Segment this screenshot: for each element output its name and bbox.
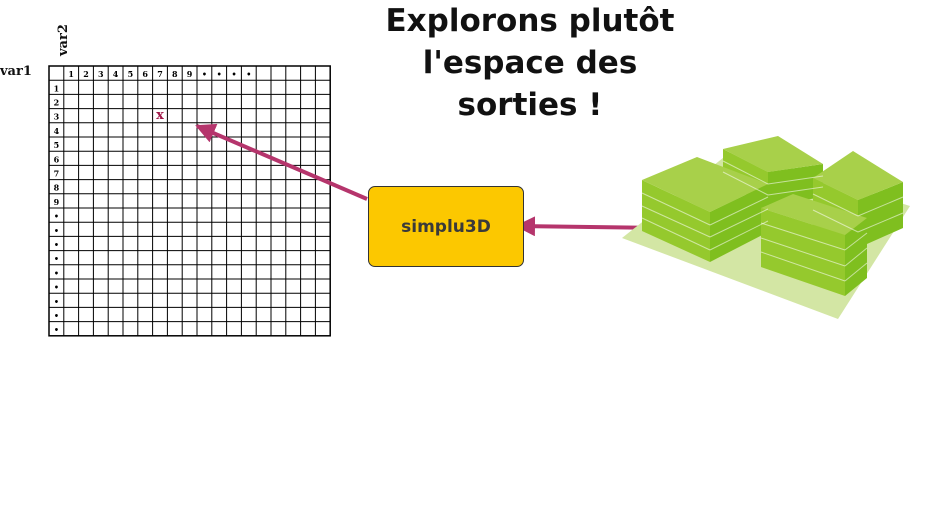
grid-col-header: 4	[113, 69, 119, 79]
grid-row-header: 8	[54, 183, 60, 193]
title-line-1: Explorons plutôt	[385, 3, 675, 39]
grid-col-header: 2	[83, 69, 89, 79]
grid-marked-cell: x	[156, 108, 164, 123]
grid-col-header: 5	[128, 69, 134, 79]
slide-title: Explorons plutôt l'espace des sorties !	[360, 0, 700, 126]
building-floor-lines	[641, 160, 904, 282]
simplu3d-box: simplu3D	[368, 186, 524, 267]
grid-row-header: •	[54, 282, 59, 292]
grid-row-header: 5	[54, 140, 60, 150]
arrow-simplu-to-grid	[195, 123, 368, 201]
grid-col-header: 9	[187, 69, 193, 79]
grid-row-header: 6	[54, 154, 60, 164]
grid-row-header: •	[54, 225, 59, 235]
grid-row-header: •	[54, 311, 59, 321]
simplu3d-label: simplu3D	[401, 216, 491, 237]
grid-col-header: 1	[68, 69, 74, 79]
grid-row-header: 9	[54, 197, 60, 207]
grid-row-header: 1	[54, 83, 60, 93]
grid-row-header: •	[54, 296, 59, 306]
grid-col-header: •	[246, 69, 251, 79]
grid-col-header: 3	[98, 69, 104, 79]
grid-row-header: 2	[54, 98, 60, 108]
grid-col-header: •	[217, 69, 222, 79]
grid-row-header: •	[54, 325, 59, 335]
grid-col-header: •	[231, 69, 236, 79]
grid-col-header: 7	[157, 69, 163, 79]
grid-row-header: 4	[54, 126, 60, 136]
grid-col-header: 6	[142, 69, 148, 79]
grid-border	[48, 65, 331, 337]
grid-lines	[48, 65, 331, 337]
grid-row-header: •	[54, 268, 59, 278]
grid-col-header: •	[202, 69, 207, 79]
title-line-2: l'espace des	[422, 45, 638, 81]
grid-row-header: •	[54, 254, 59, 264]
row-axis-label: var1	[0, 64, 32, 79]
grid-row-header: 7	[54, 169, 60, 179]
grid-col-header: 8	[172, 69, 178, 79]
grid-row-header: •	[54, 240, 59, 250]
grid-row-header: 3	[54, 112, 60, 122]
title-line-3: sorties !	[457, 87, 603, 123]
grid-row-header: •	[54, 211, 59, 221]
